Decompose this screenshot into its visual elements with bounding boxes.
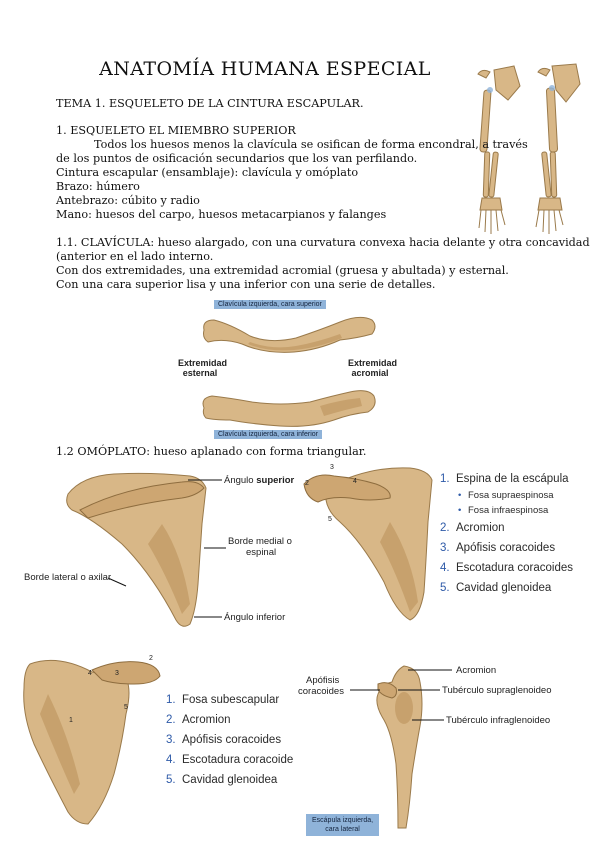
- label-apofisis-1: Apófisis: [306, 675, 340, 686]
- scapula-anterior-illustration: [23, 659, 161, 825]
- section1-line-antebrazo: Antebrazo: cúbito y radio: [56, 194, 200, 207]
- clavicle-label-acromial-1: Extremidad: [348, 358, 398, 368]
- legend-item: 4.Escotadura coracoide: [166, 754, 294, 766]
- page-title: ANATOMÍA HUMANA ESPECIAL: [99, 58, 431, 80]
- label-angulo-superior: Ángulo superior: [224, 475, 295, 486]
- scapula-lateral-illustration: [376, 665, 423, 829]
- scapula-anterior-mark-3: 3: [115, 670, 119, 677]
- legend-item: 2.Acromion: [440, 522, 505, 534]
- label-borde-lateral: Borde lateral o axilar: [24, 572, 112, 583]
- section12-line: 1.2 OMÓPLATO: hueso aplanado con forma t…: [56, 445, 367, 458]
- scapula-anterior-mark-2: 2: [149, 655, 153, 662]
- clavicle-inferior-illustration: [202, 390, 376, 427]
- label-borde-medial-2: espinal: [246, 547, 277, 558]
- clavicle-caption-bottom: Clavícula izquierda, cara inferior: [214, 430, 322, 439]
- section1-line-cintura: Cintura escapular (ensamblaje): clavícul…: [56, 166, 359, 179]
- section11-line2: (anterior en el lado interno.: [56, 250, 214, 263]
- section1-paragraph-line1: Todos los huesos menos la clavícula se o…: [94, 138, 528, 151]
- legend-item: 4.Escotadura coracoides: [440, 562, 573, 574]
- label-apofisis-2: coracoides: [298, 686, 344, 697]
- section11-line4: Con una cara superior lisa y una inferio…: [56, 278, 436, 291]
- legend-item: 1.Espina de la escápula: [440, 473, 569, 485]
- scapula-posterior-legend: 1.Espina de la escápula •Fosa supraespin…: [440, 470, 573, 598]
- scapula-lateral-caption: Escápula izquierda, cara lateral: [306, 814, 380, 836]
- section1-line-brazo: Brazo: húmero: [56, 180, 140, 193]
- legend-subitem: •Fosa supraespinosa: [458, 490, 554, 501]
- section11-line3: Con dos extremidades, una extremidad acr…: [56, 264, 509, 277]
- label-tuberculo-supraglenoideo: Tubérculo supraglenoideo: [442, 685, 552, 696]
- section1-heading: 1. ESQUELETO EL MIEMBRO SUPERIOR: [56, 124, 296, 137]
- legend-item: 3.Apófisis coracoides: [440, 542, 556, 554]
- scapula-mark-5: 5: [328, 516, 332, 523]
- legend-subitem: •Fosa infraespinosa: [458, 505, 549, 516]
- clavicle-label-sternal-2: esternal: [182, 368, 218, 378]
- legend-item: 1.Fosa subescapular: [166, 694, 280, 706]
- scapula-mark-4: 4: [353, 478, 357, 485]
- label-tuberculo-infraglenoideo: Tubérculo infraglenoideo: [446, 715, 551, 726]
- scapula-anterior-legend: 1.Fosa subescapular 2.Acromion 3.Apófisi…: [166, 690, 293, 790]
- section11-line1: 1.1. CLAVÍCULA: hueso alargado, con una …: [56, 236, 590, 249]
- scapula-mark-2: 2: [305, 480, 309, 487]
- upper-limb-skeleton-illustration: [477, 63, 581, 234]
- label-acromion: Acromion: [456, 665, 497, 676]
- topic-heading: TEMA 1. ESQUELETO DE LA CINTURA ESCAPULA…: [56, 97, 364, 110]
- label-angulo-inferior: Ángulo inferior: [224, 612, 286, 623]
- legend-item: 5.Cavidad glenoidea: [440, 582, 552, 594]
- scapula-mark-3: 3: [330, 464, 334, 471]
- legend-item: 3.Apófisis coracoides: [166, 734, 282, 746]
- section1-paragraph-line2: de los puntos de osificación secundarios…: [56, 152, 418, 165]
- label-borde-medial-1: Borde medial o: [228, 536, 292, 547]
- scapula-posterior-numbered-illustration: [303, 467, 433, 621]
- clavicle-superior-illustration: [203, 316, 376, 353]
- scapula-anterior-mark-5: 5: [124, 704, 128, 711]
- clavicle-label-sternal-1: Extremidad: [178, 358, 228, 368]
- section1-line-mano: Mano: huesos del carpo, huesos metacarpi…: [56, 208, 387, 221]
- clavicle-label-acromial-2: acromial: [351, 368, 389, 378]
- scapula-anterior-mark-4: 4: [88, 670, 92, 677]
- clavicle-caption-top: Clavícula izquierda, cara superior: [214, 300, 326, 309]
- legend-item: 5.Cavidad glenoidea: [166, 774, 278, 786]
- scapula-posterior-illustration: [66, 472, 207, 627]
- scapula-anterior-mark-1: 1: [69, 717, 73, 724]
- legend-item: 2.Acromion: [166, 714, 231, 726]
